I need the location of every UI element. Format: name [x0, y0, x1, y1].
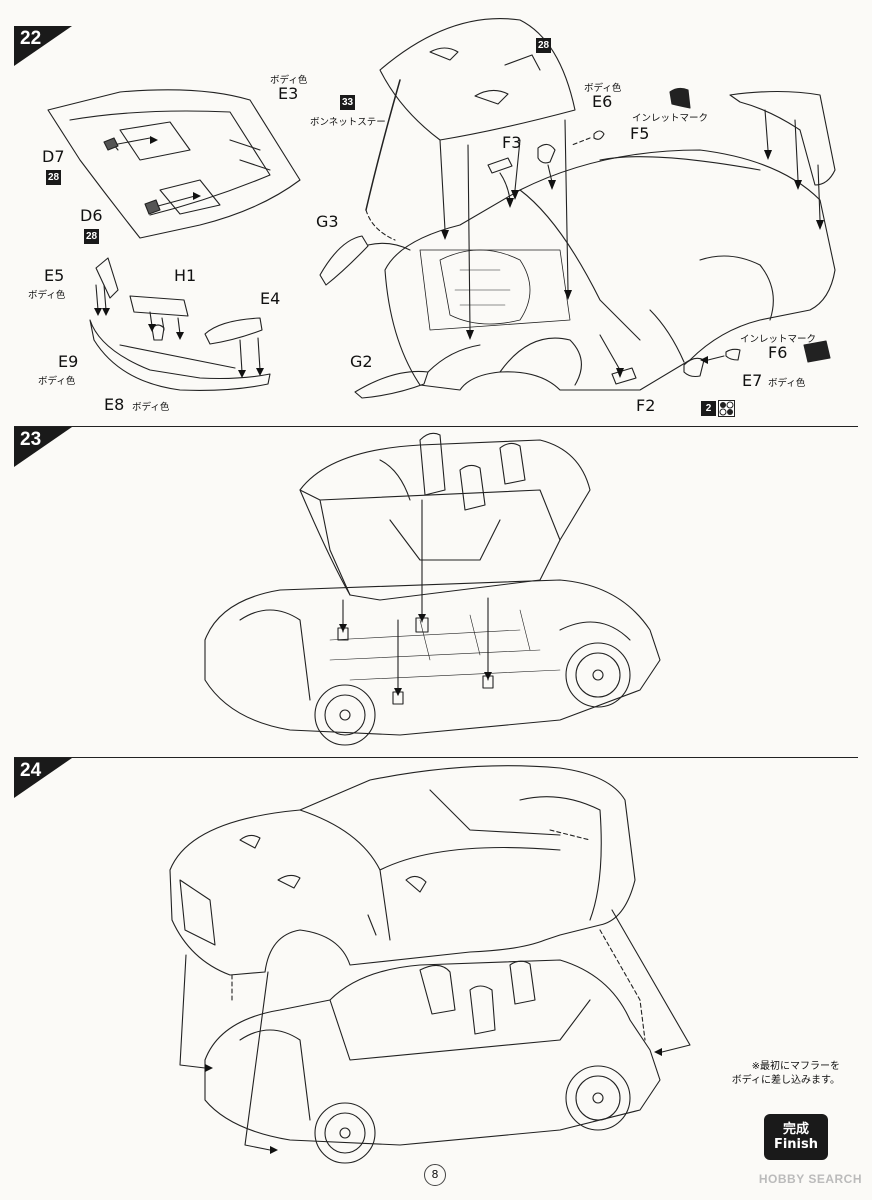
- step-22-number: 22: [20, 28, 42, 49]
- label-g2: G2: [350, 352, 373, 371]
- step-24-badge: 24: [14, 758, 72, 798]
- label-e8-body-color: ボディ色: [132, 402, 170, 413]
- label-e3: E3: [278, 84, 299, 103]
- hood-top-drawing: [379, 18, 576, 141]
- step-24-panel: 24: [14, 758, 858, 1158]
- label-e9: E9: [58, 352, 79, 371]
- ref-28-hood: 28: [536, 38, 551, 53]
- step-23-badge: 23: [14, 427, 72, 467]
- label-inlet-mark-top: インレットマーク: [632, 113, 709, 124]
- label-e6: E6: [592, 92, 613, 111]
- paint-finish-icon: [718, 400, 735, 417]
- label-f5: F5: [630, 124, 650, 143]
- ref-28-d6: 28: [84, 229, 99, 244]
- label-e7-body-color: ボディ色: [768, 378, 806, 389]
- finish-jp: 完成: [782, 1122, 809, 1137]
- final-assembly-drawing: [169, 765, 691, 1164]
- ref-33-bonnet-stay: 33: [340, 95, 355, 110]
- step-divider-23-24: [14, 757, 858, 758]
- step-23-panel: 23: [14, 427, 858, 757]
- label-e5: E5: [44, 266, 65, 285]
- finish-en: Finish: [773, 1137, 819, 1152]
- label-d7: D7: [42, 147, 65, 166]
- step-divider-22-23: [14, 426, 858, 427]
- label-inlet-mark-bottom: インレットマーク: [740, 334, 817, 345]
- label-d6: D6: [80, 206, 103, 225]
- label-g3: G3: [316, 212, 339, 231]
- step-22-panel: 22: [14, 26, 858, 426]
- page-number: 8: [424, 1164, 446, 1186]
- label-e3-body-color: ボディ色: [270, 75, 308, 86]
- label-bonnet-stay: ボンネットステー: [310, 117, 386, 128]
- finish-badge: 完成 Finish: [764, 1114, 828, 1160]
- step-24-number: 24: [20, 760, 42, 781]
- car-body-open-hood-drawing: [384, 149, 836, 391]
- muffler-note-line1: ※最初にマフラーを: [751, 1061, 840, 1072]
- label-f6: F6: [768, 343, 788, 362]
- label-e7: E7: [742, 371, 763, 390]
- watermark-logo: HOBBY SEARCH: [758, 1172, 862, 1186]
- ref-28-d7: 28: [46, 170, 61, 185]
- muffler-note: ※最初にマフラーを ボディに差し込みます。: [690, 1060, 840, 1088]
- label-e4: E4: [260, 289, 281, 308]
- ref-2-paint: 2: [701, 401, 716, 416]
- label-f3: F3: [502, 133, 522, 152]
- label-f2: F2: [636, 396, 656, 415]
- muffler-note-line2: ボディに差し込みます。: [731, 1075, 840, 1086]
- label-e8: E8: [104, 395, 125, 414]
- label-e9-body-color: ボディ色: [38, 376, 76, 387]
- hood-underside-drawing: [47, 89, 301, 239]
- label-e5-body-color: ボディ色: [28, 290, 66, 301]
- label-h1: H1: [174, 266, 197, 285]
- step-23-number: 23: [20, 429, 42, 450]
- label-e6-body-color: ボディ色: [584, 83, 622, 94]
